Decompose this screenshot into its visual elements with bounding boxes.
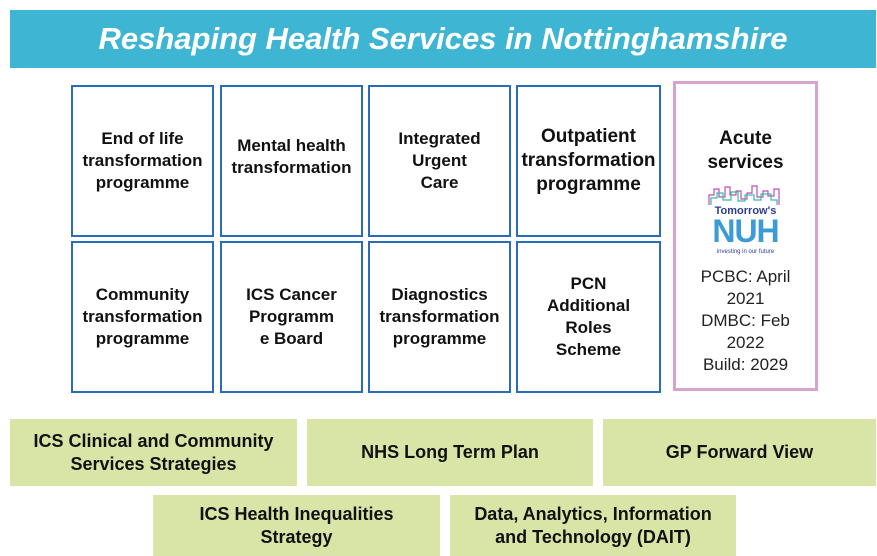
programme-outpatient: Outpatient transformation programme — [516, 85, 661, 237]
title-banner: Reshaping Health Services in Nottinghams… — [10, 10, 876, 68]
strategy-health-inequalities: ICS Health Inequalities Strategy — [153, 495, 440, 556]
tomorrows-nuh-logo-icon: Tomorrow's NUH investing in our future — [701, 183, 791, 263]
programme-diagnostics: Diagnostics transformation programme — [368, 241, 511, 393]
strategy-nhs-long-term-plan: NHS Long Term Plan — [307, 419, 593, 486]
programme-label: PCN Additional Roles Scheme — [546, 274, 631, 359]
strategy-label: ICS Clinical and Community Services Stra… — [33, 430, 274, 474]
programme-label: Diagnostics transformation programme — [379, 285, 500, 348]
programme-integrated-urgent-care: Integrated Urgent Care — [368, 85, 511, 237]
skyline-icon — [707, 185, 780, 205]
page-title: Reshaping Health Services in Nottinghams… — [98, 21, 788, 56]
strategy-clinical-community: ICS Clinical and Community Services Stra… — [10, 419, 297, 486]
strategy-label: ICS Health Inequalities Strategy — [199, 503, 394, 547]
strategy-label: Data, Analytics, Information and Technol… — [474, 503, 712, 547]
logo-tagline: investing in our future — [716, 249, 775, 255]
acute-services-panel: Acute services Tomorrow's NUH investing … — [673, 81, 818, 391]
logo-line2: NUH — [712, 213, 779, 249]
programme-end-of-life: End of life transformation programme — [71, 85, 214, 237]
programme-community: Community transformation programme — [71, 241, 214, 393]
programme-label: Community transformation programme — [82, 285, 203, 348]
strategy-label: NHS Long Term Plan — [361, 442, 539, 462]
strategy-dait: Data, Analytics, Information and Technol… — [450, 495, 736, 556]
logo-line1: Tomorrow's — [714, 205, 777, 217]
programme-label: Outpatient transformation programme — [521, 126, 656, 195]
strategy-label: GP Forward View — [665, 442, 814, 462]
programme-label: End of life transformation programme — [82, 129, 203, 192]
acute-services-title: Acute services — [707, 128, 784, 173]
programme-ics-cancer: ICS Cancer Programm e Board — [220, 241, 363, 393]
programme-label: Integrated Urgent Care — [398, 129, 481, 192]
programme-label: ICS Cancer Programm e Board — [246, 285, 337, 348]
acute-dates: PCBC: April 2021 DMBC: Feb 2022 Build: 2… — [700, 267, 791, 374]
programme-mental-health: Mental health transformation — [220, 85, 363, 237]
strategy-gp-forward-view: GP Forward View — [603, 419, 876, 486]
programme-label: Mental health transformation — [231, 136, 352, 177]
programme-pcn-roles: PCN Additional Roles Scheme — [516, 241, 661, 393]
